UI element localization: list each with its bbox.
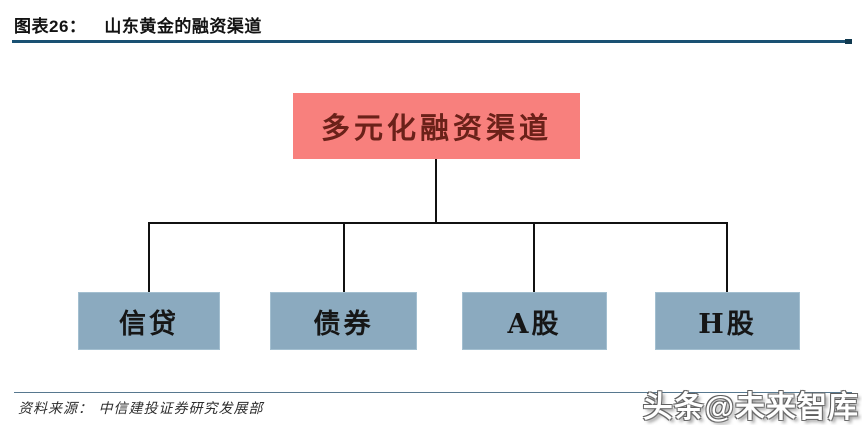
source-label: 资料来源： [18, 401, 93, 417]
connector-drop-a-shares [533, 222, 535, 292]
node-label: 信贷 [119, 308, 179, 340]
header-rule [12, 40, 852, 43]
diagram-root-node: 多元化融资渠道 [293, 93, 580, 159]
header-rule-end-cap [845, 39, 852, 44]
diagram-node-h-shares: H股 [655, 292, 800, 350]
watermark-text: 头条@未来智库 [642, 391, 859, 424]
connector-root-stem [435, 159, 437, 224]
diagram-node-credit: 信贷 [78, 292, 220, 350]
footer-rule [14, 392, 852, 393]
node-label: H股 [698, 308, 757, 340]
source-text: 中信建投证券研究发展部 [98, 401, 264, 417]
diagram-node-a-shares: A股 [462, 292, 607, 350]
connector-drop-bonds [343, 222, 345, 292]
root-node-label: 多元化融资渠道 [320, 111, 552, 145]
diagram-node-bonds: 债券 [270, 292, 417, 350]
figure-number-label: 图表26： [14, 17, 87, 36]
figure-title-text: 山东黄金的融资渠道 [104, 17, 262, 36]
node-label: 债券 [313, 308, 374, 340]
source-line: 资料来源： 中信建投证券研究发展部 [18, 398, 263, 418]
connector-drop-h-shares [726, 222, 728, 292]
connector-drop-credit [148, 222, 150, 292]
node-label: A股 [507, 308, 562, 340]
figure-title: 图表26： 山东黄金的融资渠道 [14, 12, 262, 37]
connector-horizontal [148, 222, 728, 224]
